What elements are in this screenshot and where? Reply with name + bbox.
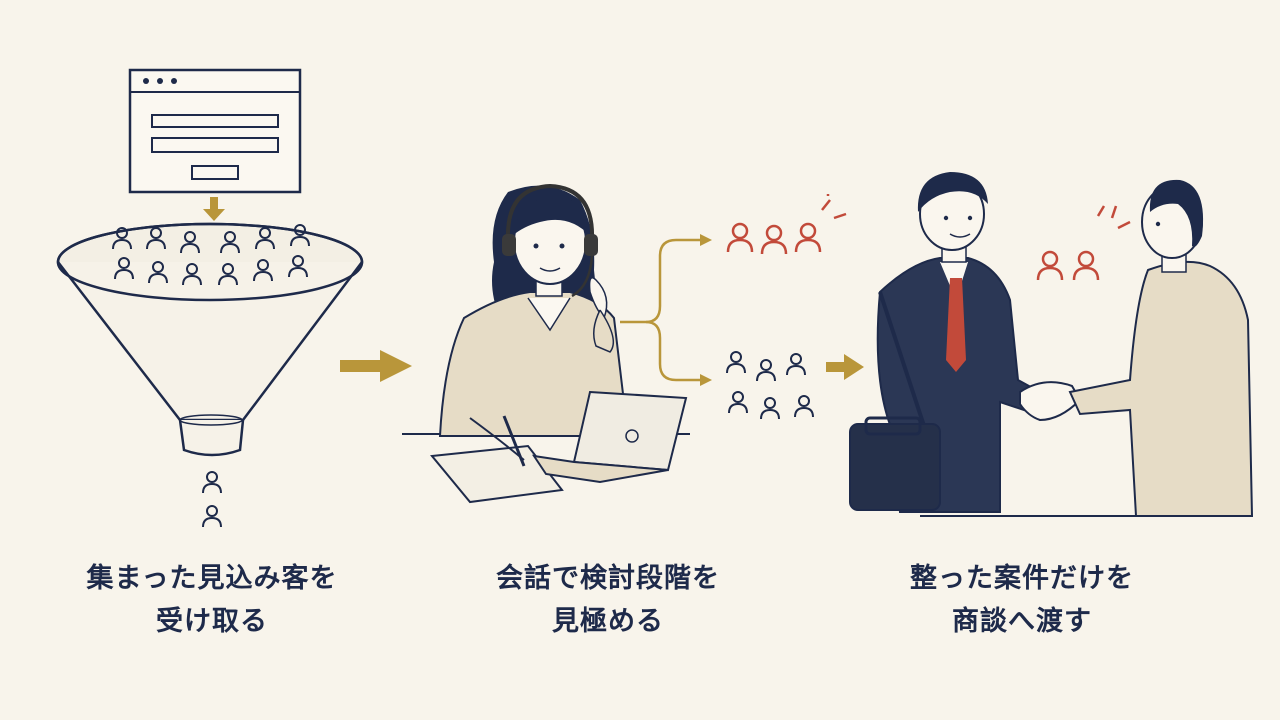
caption-line: 商談へ渡す [952, 606, 1092, 637]
caption-line: 会話で検討段階を [496, 563, 720, 594]
salesperson-icon [849, 172, 1250, 517]
nurture-leads-icon [726, 351, 814, 420]
caption-line: 受け取る [156, 606, 268, 637]
step-caption-qualify: 会話で検討段階を 見極める [428, 557, 788, 643]
caption-line: 集まった見込み客を [86, 563, 338, 594]
step-caption-receive: 集まった見込み客を 受け取る [32, 557, 392, 643]
funnel-icon [56, 222, 364, 457]
branch-arrow-icon [620, 234, 712, 386]
headset-operator-icon [402, 183, 690, 437]
laptop-icon [531, 390, 688, 484]
filtered-prospects-icon [202, 471, 222, 528]
caption-line: 見極める [552, 606, 664, 637]
arrow-right-icon [826, 354, 864, 380]
step-caption-handoff: 整った案件だけを 商談へ渡す [842, 557, 1202, 643]
down-arrow-icon [203, 197, 225, 221]
client-icon [1068, 179, 1254, 517]
qualified-leads-icon [1036, 205, 1131, 282]
hot-leads-icon [726, 194, 847, 256]
arrow-right-icon [340, 350, 412, 382]
notebook-icon [430, 415, 564, 504]
browser-form-icon [128, 68, 302, 194]
caption-line: 整った案件だけを [910, 563, 1134, 594]
handshake-icon [1019, 381, 1082, 422]
